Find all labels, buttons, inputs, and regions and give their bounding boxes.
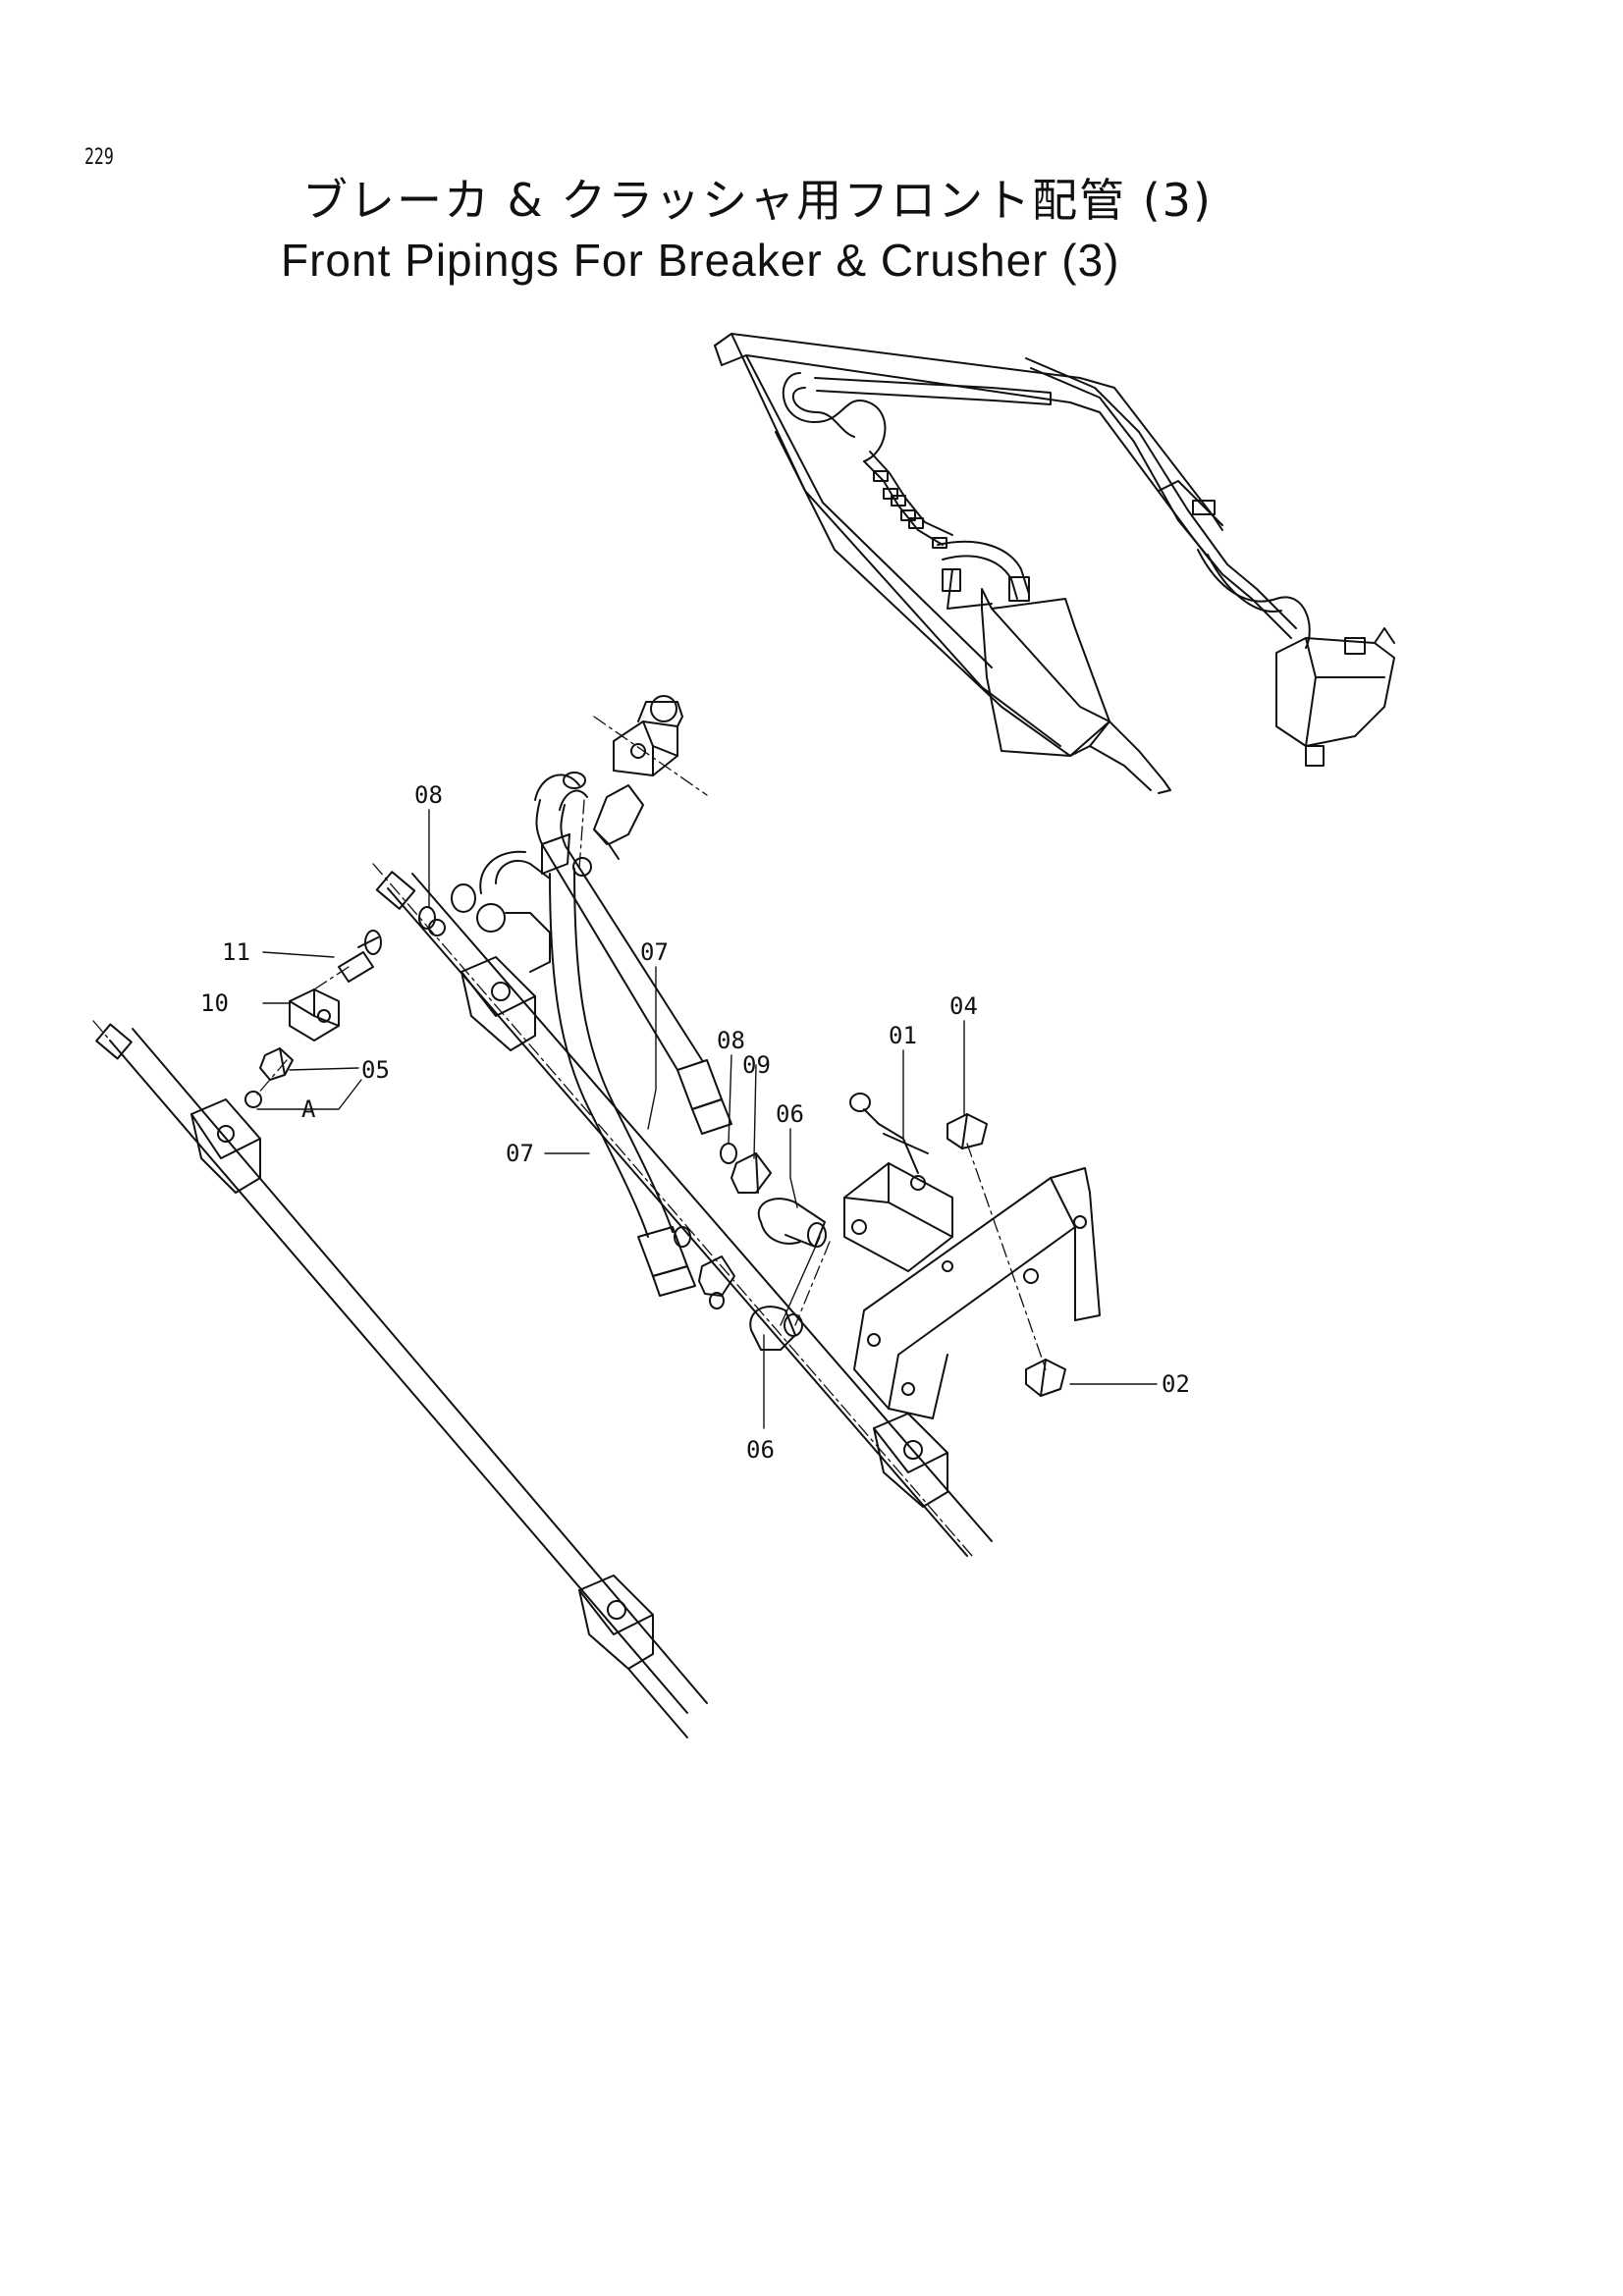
callout-06-upper: 06 [776,1100,804,1128]
valve-01 [843,1093,953,1272]
elbow-06-upper [757,1198,827,1248]
callout-05: 05 [361,1056,390,1084]
elbow-06-lower [749,1306,803,1351]
callout-04: 04 [949,992,978,1020]
o-ring-08-lower [720,1143,737,1164]
page-number: 229 [84,145,114,170]
excavator-overview-illustration [714,333,1395,794]
hose-07-upper [534,774,732,1135]
title-english: Front Pipings For Breaker & Crusher (3) [281,235,1120,286]
callout-07-lower: 07 [506,1140,534,1167]
callout-A: A [301,1095,316,1123]
callout-06-lower: 06 [746,1436,775,1464]
callout-08-upper: 08 [414,781,443,809]
title-japanese: ブレーカ & クラッシャ用フロント配管 (3) [302,174,1213,227]
fitting-10-block [289,988,340,1041]
callout-02: 02 [1162,1370,1190,1398]
mounting-bracket [853,1167,1101,1419]
adapter-block-top [563,695,683,877]
callout-01: 01 [889,1022,917,1049]
right-main-pipe [375,871,993,1557]
plug-04 [947,1113,988,1149]
lower-hose-fittings [674,1226,735,1309]
o-ring-08-upper [418,906,436,930]
assembly-center-lines [92,716,1047,1714]
callout-11: 11 [222,938,250,966]
fitting-11-elbow [338,930,382,983]
adapter-09 [730,1152,772,1194]
callout-07-upper: 07 [640,938,669,966]
callout-labels: 08 11 10 05 A 07 08 09 06 01 04 07 02 06 [200,781,1190,1464]
fitting-05-adapter [244,1047,294,1108]
bolt-02 [1025,1359,1066,1397]
hose-07-lower [549,868,696,1297]
callout-09: 09 [742,1051,771,1079]
callout-10: 10 [200,989,229,1017]
callout-08-lower: 08 [717,1027,745,1054]
leader-lines [256,809,1158,1429]
elbow-fitting-top [428,850,551,973]
